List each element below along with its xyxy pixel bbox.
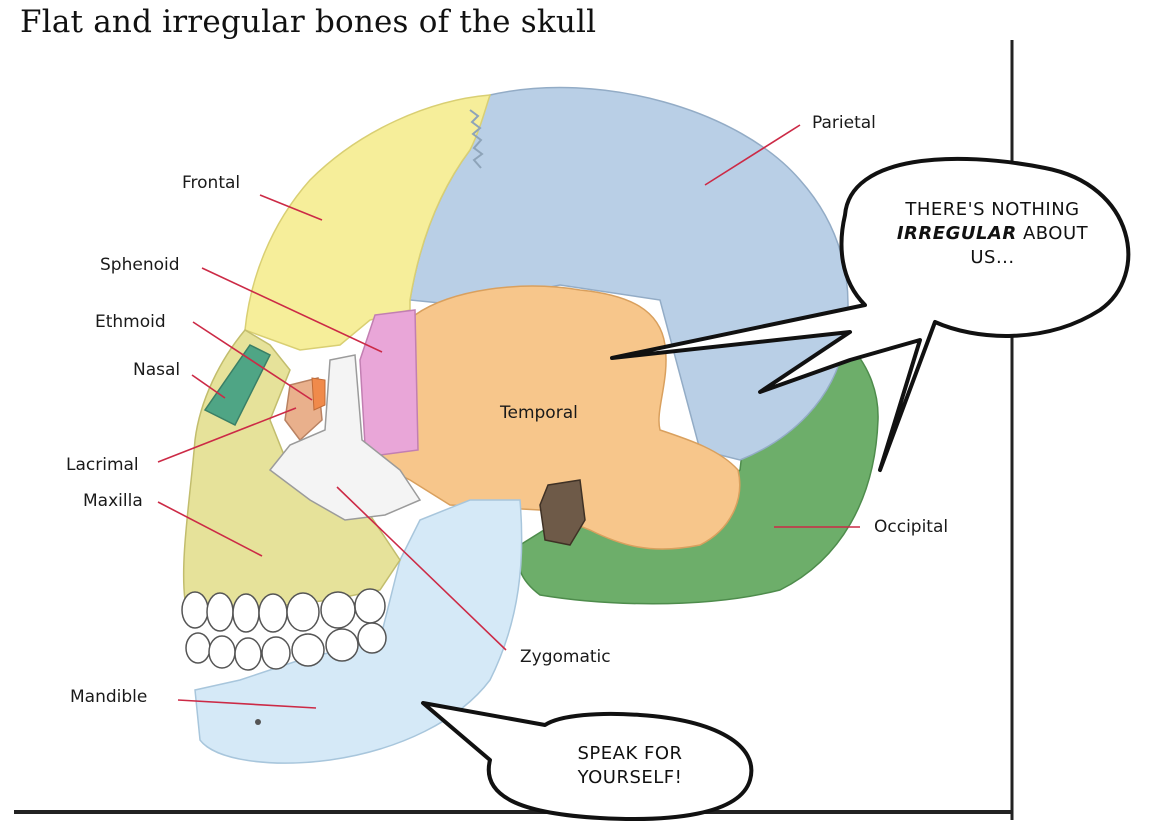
sphenoid-bone [360,310,418,455]
label-lacrimal: Lacrimal [66,455,139,475]
lower-bubble-text: SPEAK FOR YOURSELF! [530,742,730,790]
label-temporal: Temporal [500,403,578,423]
label-zygomatic: Zygomatic [520,647,611,667]
label-maxilla: Maxilla [83,491,143,511]
label-parietal: Parietal [812,113,876,133]
upper-bubble-line-3: US... [860,246,1125,270]
label-frontal: Frontal [182,173,240,193]
label-occipital: Occipital [874,517,948,537]
lower-bubble-line-1: SPEAK FOR [530,742,730,766]
label-nasal: Nasal [133,360,180,380]
upper-bubble-line-1: THERE'S NOTHING [860,198,1125,222]
upper-bubble-line-2: IRREGULAR ABOUT [860,222,1125,246]
diagram-title: Flat and irregular bones of the skull [20,4,596,40]
label-mandible: Mandible [70,687,147,707]
mental-foramen [255,719,261,725]
upper-bubble-text: THERE'S NOTHING IRREGULAR ABOUT US... [860,198,1125,270]
lower-bubble-line-2: YOURSELF! [530,766,730,790]
upper-bubble-emphasis: IRREGULAR [897,223,1017,244]
upper-bubble-line-2-rest: ABOUT [1017,223,1088,244]
label-sphenoid: Sphenoid [100,255,180,275]
ethmoid-bone [312,378,325,410]
label-ethmoid: Ethmoid [95,312,166,332]
